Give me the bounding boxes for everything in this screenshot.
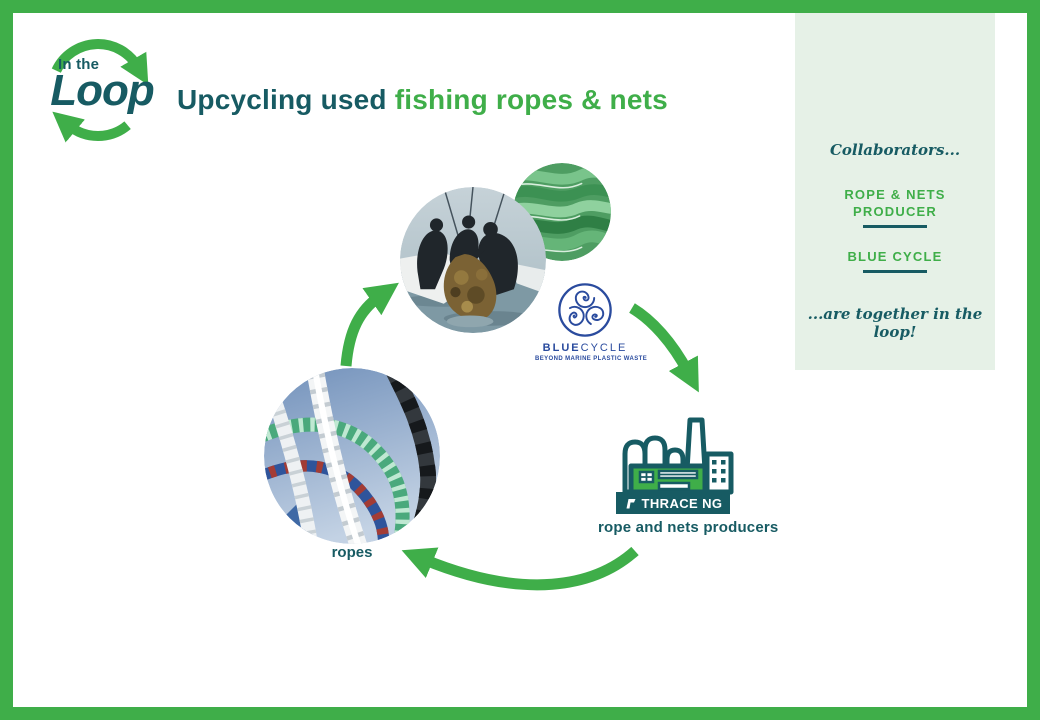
loop-arrows-icon [51,39,149,143]
factory-icon [622,417,734,495]
bluecycle-tagline: BEYOND MARINE PLASTIC WASTE [535,356,648,362]
bluecycle-name-bold: BLUE [542,342,581,354]
bluecycle-spiral-icon [558,283,612,337]
collaborator-label: ROPE & NETS PRODUCER [844,187,946,219]
collaborators-panel: Collaborators... ROPE & NETS PRODUCER BL… [795,13,995,370]
title-part-teal: Upcycling used [177,84,387,115]
cycle-arrow-up-icon [340,282,399,367]
in-the-loop-logo: In the Loop [30,26,170,144]
collaborator-label: BLUE CYCLE [847,248,943,264]
collaborators-heading: Collaborators... [829,141,961,159]
ropes-label: ropes [331,544,373,561]
ropes-photo [264,368,440,544]
thrace-logo-icon [626,498,636,508]
bluecycle-name-light: CYCLE [580,342,628,354]
collaborator-rope-nets-producer: ROPE & NETS PRODUCER [795,187,995,228]
underline-divider [863,269,927,273]
collaborators-footer: ...are together in the loop! [807,304,983,341]
logo-text-small: In the [58,56,100,73]
title-part-green: fishing ropes & nets [394,84,668,115]
bluecycle-logo: BLUECYCLE BEYOND MARINE PLASTIC WASTE [535,281,648,362]
cycle-arrow-right-icon [629,303,699,393]
collaborator-blue-cycle: BLUE CYCLE [795,249,995,273]
fishermen-net-photo [400,187,546,333]
underline-divider [863,224,927,228]
thrace-banner-label: THRACE NG [641,495,723,511]
logo-text-large: Loop [50,66,155,115]
cycle-arrow-bottom-icon [401,546,639,591]
factory-caption: rope and nets producers [598,519,779,536]
fishermen-net-photo-art [400,187,546,333]
factory-block: THRACE NG rope and nets producers [598,408,779,536]
ropes-photo-art [264,368,440,544]
thrace-banner: THRACE NG [616,492,730,514]
bluecycle-name: BLUECYCLE [535,342,635,354]
